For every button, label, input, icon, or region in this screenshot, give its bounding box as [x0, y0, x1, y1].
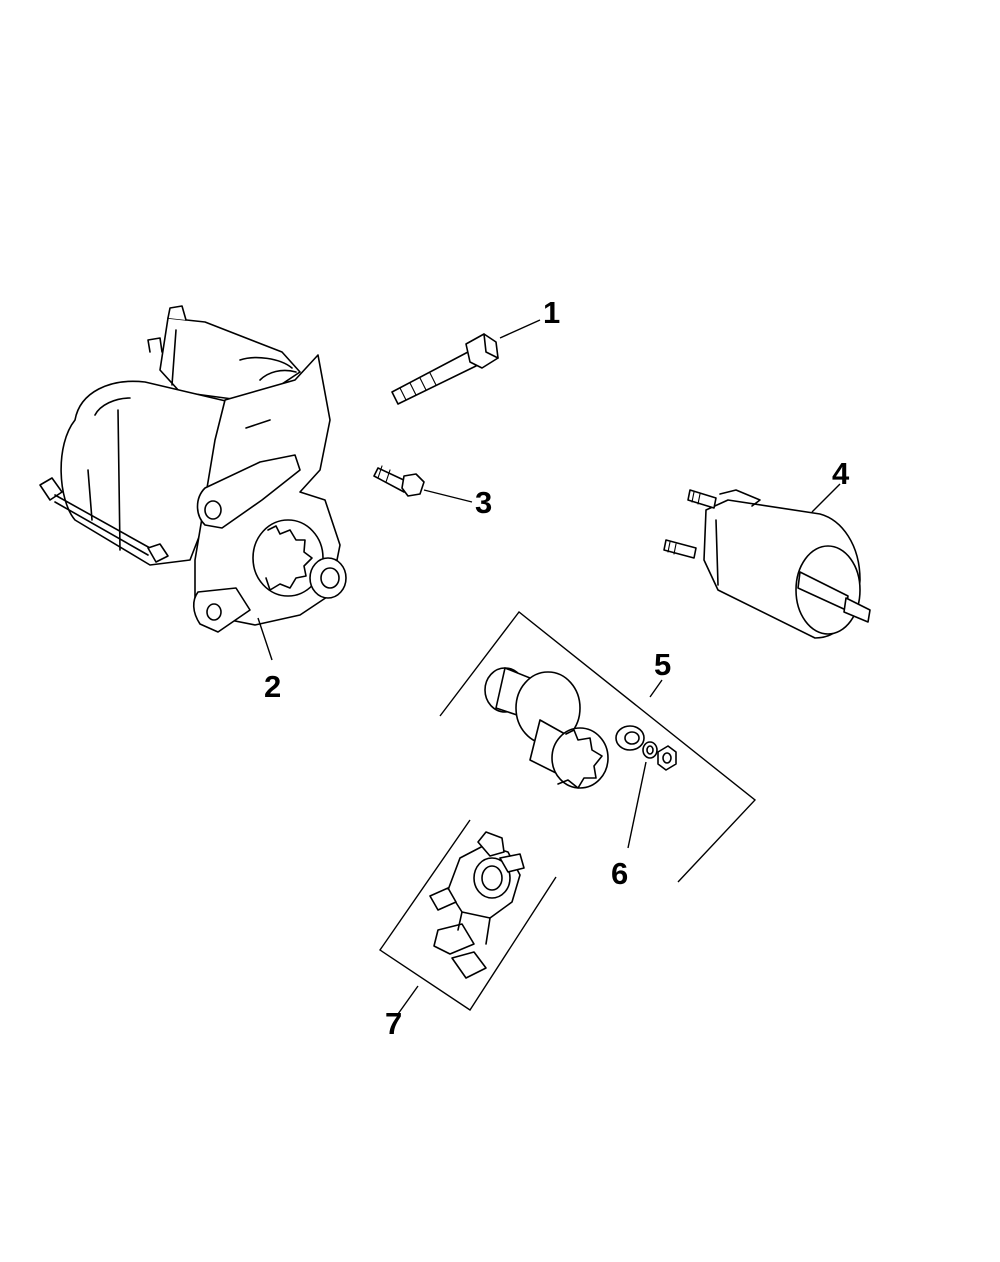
callout-7: 7 — [385, 1006, 402, 1041]
starter-motor-assembly — [39, 305, 347, 633]
group-bracket-5 — [439, 611, 757, 883]
retaining-ring-and-nut — [642, 741, 677, 771]
callout-5: 5 — [654, 647, 671, 682]
callout-6: 6 — [611, 856, 628, 891]
leader-1 — [499, 319, 541, 339]
leader-6 — [627, 761, 647, 849]
group-bracket-7 — [379, 819, 557, 1011]
drive-pinion — [484, 667, 645, 789]
leader-5 — [649, 679, 663, 698]
leader-2 — [257, 617, 273, 661]
solenoid — [663, 489, 871, 639]
leader-7 — [397, 985, 419, 1015]
callout-2: 2 — [264, 669, 281, 704]
short-bolt — [373, 465, 425, 497]
leader-4 — [811, 483, 841, 513]
callout-3: 3 — [475, 485, 492, 520]
callout-1: 1 — [543, 295, 560, 330]
long-bolt — [391, 333, 499, 405]
leader-3 — [423, 489, 473, 503]
brush-holder — [429, 831, 525, 979]
callout-4: 4 — [832, 456, 850, 491]
